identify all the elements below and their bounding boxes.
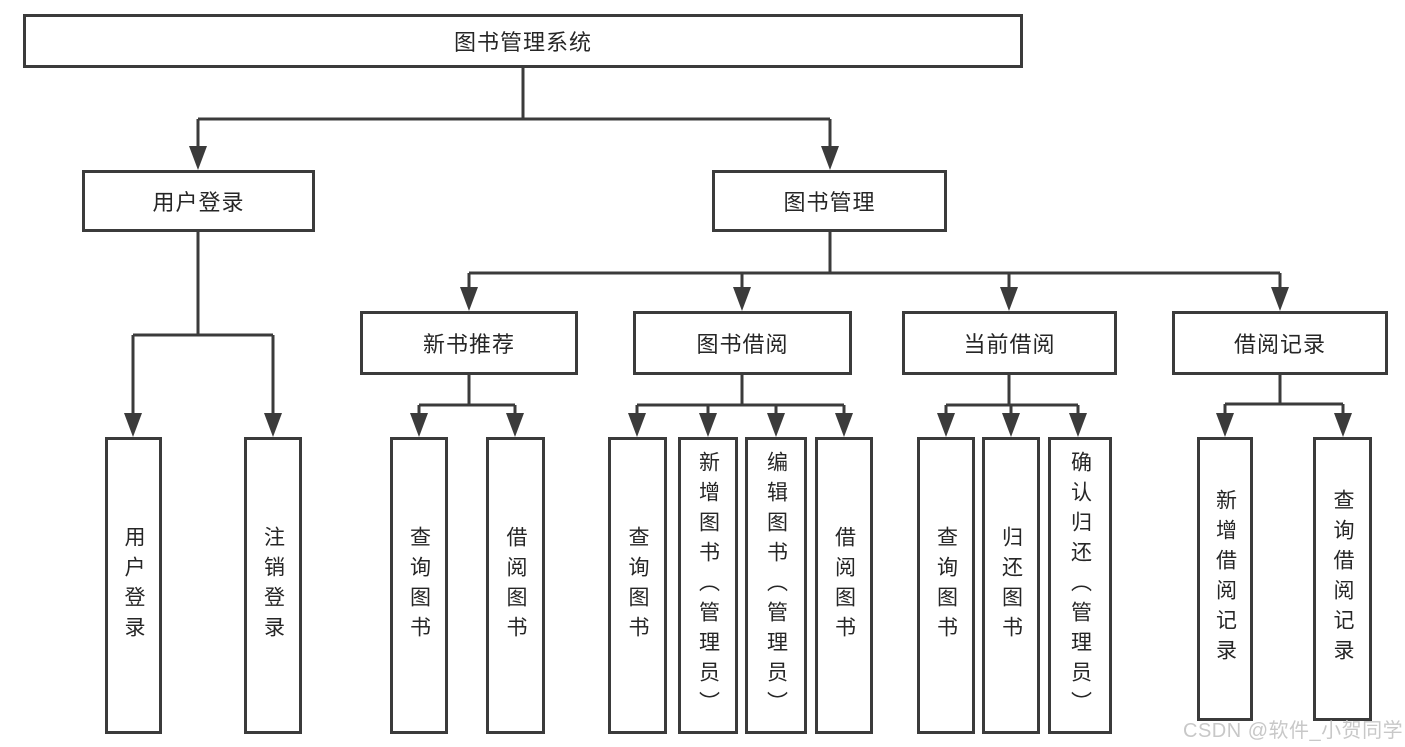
connector-paths xyxy=(131,68,1345,418)
connector-user-login-children xyxy=(131,232,275,418)
node-label: 归还图书 xyxy=(999,525,1023,646)
node-label: 查询图书 xyxy=(934,525,958,646)
node-root: 图书管理系统 xyxy=(23,14,1023,68)
node-user-login-leaf: 用户登录 xyxy=(105,437,162,734)
node-label: 查询借阅记录 xyxy=(1331,489,1354,669)
node-user-login: 用户登录 xyxy=(82,170,315,232)
node-confirm-return-admin: 确认归还（管理员） xyxy=(1048,437,1112,734)
node-label: 借阅图书 xyxy=(504,525,527,646)
node-borrow-records: 借阅记录 xyxy=(1172,311,1388,375)
node-query-books-recommend: 查询图书 xyxy=(390,437,448,734)
node-return-book: 归还图书 xyxy=(982,437,1040,734)
node-label: 注销登录 xyxy=(261,525,285,646)
node-label: 用户登录 xyxy=(122,525,145,646)
node-borrow-books-recommend: 借阅图书 xyxy=(486,437,545,734)
connector-book-management-children xyxy=(467,232,1282,292)
node-logout: 注销登录 xyxy=(244,437,302,734)
node-book-management: 图书管理 xyxy=(712,170,947,232)
node-label: 编辑图书（管理员） xyxy=(764,450,788,721)
connector-book-borrow-children xyxy=(635,375,846,418)
node-borrow-books-leaf: 借阅图书 xyxy=(815,437,873,734)
connector-borrow-record-children xyxy=(1223,375,1345,418)
node-label: 查询图书 xyxy=(407,525,431,646)
csdn-watermark: CSDN @软件_小贺同学 xyxy=(1183,720,1404,742)
node-add-book-admin: 新增图书（管理员） xyxy=(678,437,738,734)
connector-new-book-children xyxy=(417,375,517,418)
node-label: 新增借阅记录 xyxy=(1213,489,1237,669)
node-current-borrow: 当前借阅 xyxy=(902,311,1117,375)
node-label: 新增图书（管理员） xyxy=(696,450,720,721)
connector-root-to-level2 xyxy=(196,68,832,152)
node-query-books-current: 查询图书 xyxy=(917,437,975,734)
node-add-borrow-record: 新增借阅记录 xyxy=(1197,437,1253,721)
node-query-borrow-record: 查询借阅记录 xyxy=(1313,437,1372,721)
node-edit-book-admin: 编辑图书（管理员） xyxy=(745,437,807,734)
node-label: 借阅图书 xyxy=(832,525,856,646)
node-label: 查询图书 xyxy=(626,525,649,646)
arrowheads xyxy=(124,146,1352,437)
connector-current-borrow-children xyxy=(944,375,1080,418)
node-book-borrow: 图书借阅 xyxy=(633,311,852,375)
node-query-books-borrow: 查询图书 xyxy=(608,437,667,734)
node-label: 确认归还（管理员） xyxy=(1068,450,1092,721)
node-new-book-recommend: 新书推荐 xyxy=(360,311,578,375)
